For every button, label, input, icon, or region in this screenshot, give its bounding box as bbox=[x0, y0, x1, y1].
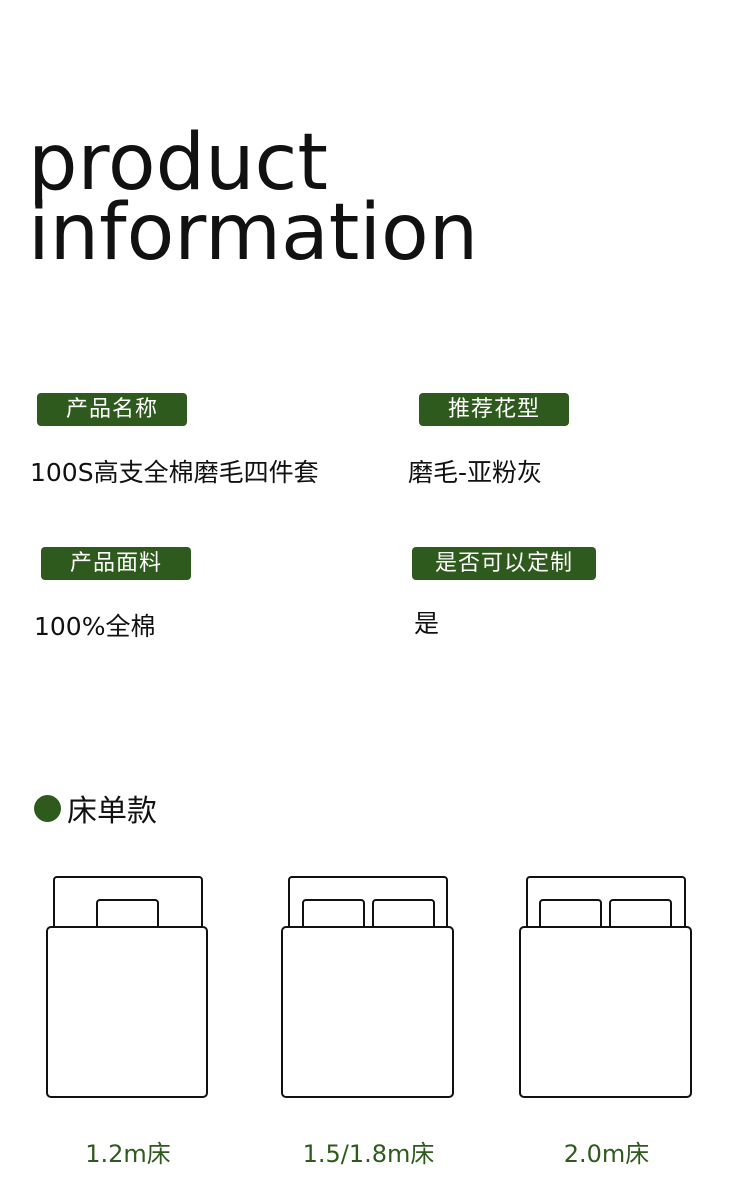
spec-value-fabric: 100%全棉 bbox=[34, 612, 156, 641]
bed-1-5-1-8m-icon bbox=[281, 876, 454, 1098]
bed-1-2m-icon bbox=[46, 876, 208, 1098]
bed-label-1: 1.2m床 bbox=[85, 1140, 171, 1168]
spec-label-pattern: 推荐花型 bbox=[419, 393, 569, 426]
bed-label-2: 1.5/1.8m床 bbox=[302, 1140, 435, 1168]
spec-value-customizable: 是 bbox=[414, 609, 440, 638]
section-title-text: 床单款 bbox=[67, 794, 157, 829]
spec-value-product-name: 100S高支全棉磨毛四件套 bbox=[30, 458, 319, 487]
bed-2-0m-icon bbox=[519, 876, 692, 1098]
spec-label-product-name: 产品名称 bbox=[37, 393, 187, 426]
bed-diagram-1 bbox=[46, 876, 210, 1100]
spec-value-pattern: 磨毛-亚粉灰 bbox=[408, 458, 543, 487]
title-line-information: information bbox=[28, 188, 479, 278]
title-line-product: product bbox=[28, 118, 329, 208]
bullet-dot-icon bbox=[34, 794, 61, 822]
spec-label-fabric: 产品面料 bbox=[41, 547, 191, 580]
spec-label-customizable: 是否可以定制 bbox=[412, 547, 596, 580]
section-title-bed-sheet: 床单款 bbox=[34, 786, 157, 830]
bed-label-3: 2.0m床 bbox=[563, 1140, 650, 1168]
bed-diagram-2 bbox=[281, 876, 456, 1100]
bed-diagram-3 bbox=[519, 876, 694, 1100]
